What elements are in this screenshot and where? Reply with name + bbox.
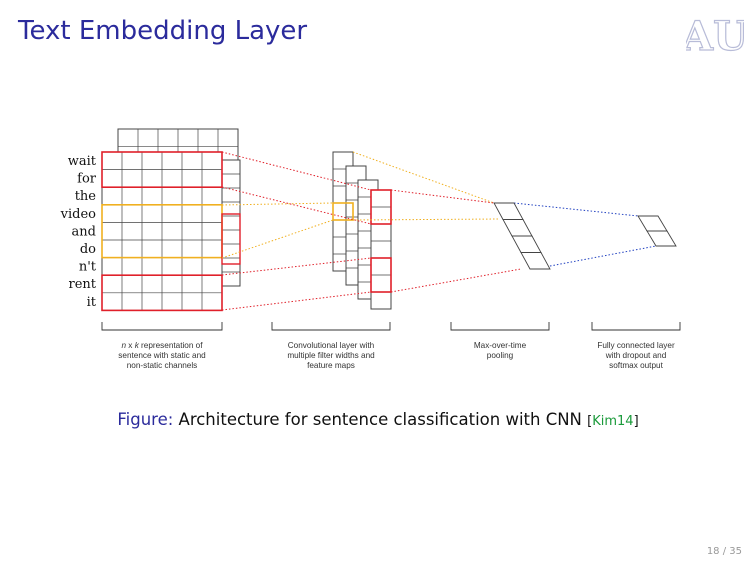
word-token: and bbox=[72, 224, 96, 239]
slide-title: Text Embedding Layer bbox=[18, 16, 308, 46]
stage-bracket-3 bbox=[450, 322, 550, 331]
stage-bracket-1 bbox=[101, 322, 223, 331]
stage-label-line: multiple filter widths and bbox=[287, 351, 375, 360]
feature-map-4 bbox=[370, 189, 392, 310]
connector-yellow-4 bbox=[352, 218, 501, 221]
stage-label-line: non-static channels bbox=[127, 361, 198, 370]
connector-blue-1 bbox=[513, 202, 639, 217]
stage-label-line: Max-over-time bbox=[474, 341, 527, 350]
word-token: the bbox=[75, 189, 97, 204]
stage-bracket-2 bbox=[271, 322, 391, 331]
connector-yellow-3 bbox=[352, 151, 495, 204]
fully-connected-output bbox=[637, 215, 677, 247]
connector-red-3 bbox=[221, 257, 372, 276]
feature-cell-yellow bbox=[332, 202, 354, 221]
stage-label-line: softmax output bbox=[609, 361, 663, 370]
word-token: do bbox=[80, 242, 96, 257]
pooling-cell bbox=[502, 219, 533, 237]
feature-cell-red-bottom bbox=[370, 257, 392, 293]
svg-text:AU: AU bbox=[686, 13, 744, 60]
pooling-cell bbox=[520, 252, 551, 270]
citation: [Kim14] bbox=[587, 414, 639, 429]
page-number: 18 / 35 bbox=[706, 546, 742, 557]
connector-red-5 bbox=[390, 189, 495, 204]
word-list: wait for the video and do n't rent it bbox=[60, 154, 97, 310]
caption-text: Architecture for sentence classification… bbox=[178, 410, 582, 429]
static-channel-edge bbox=[221, 159, 241, 287]
word-token: it bbox=[87, 295, 97, 310]
convolutional-feature-maps bbox=[332, 151, 392, 310]
connector-red-4 bbox=[221, 291, 372, 311]
pooling-cell bbox=[493, 202, 524, 220]
figure-caption: Figure: Architecture for sentence classi… bbox=[0, 410, 756, 429]
output-cell bbox=[646, 230, 677, 247]
caption-label: Figure: bbox=[117, 410, 174, 429]
filter-window-red-top bbox=[101, 151, 223, 189]
nonstatic-channel-matrix bbox=[101, 151, 241, 312]
stage-bracket-4 bbox=[591, 322, 681, 331]
stage-label-line: Fully connected layer bbox=[597, 341, 675, 350]
connector-red-2 bbox=[221, 186, 372, 225]
connector-red-1 bbox=[221, 151, 372, 191]
filter-window-red-edge bbox=[221, 213, 241, 265]
connector-blue-2 bbox=[549, 245, 657, 267]
output-cell bbox=[637, 215, 668, 232]
stage-label-line: n x k representation of bbox=[121, 341, 203, 350]
stage-label-line: with dropout and bbox=[605, 351, 667, 360]
stage-label-line: pooling bbox=[487, 351, 514, 360]
word-token: n't bbox=[79, 260, 97, 275]
stage-brackets bbox=[101, 322, 681, 331]
connector-red-6 bbox=[390, 268, 522, 293]
filter-window-red-bottom bbox=[101, 274, 223, 312]
connector-lines bbox=[221, 151, 657, 311]
stage-label-line: Convolutional layer with bbox=[288, 341, 375, 350]
word-token: video bbox=[60, 207, 97, 222]
max-pooling-vector bbox=[493, 202, 551, 270]
connector-yellow-1 bbox=[221, 202, 334, 206]
pooling-cell bbox=[511, 235, 542, 253]
stage-label-line: feature maps bbox=[307, 361, 355, 370]
word-token: rent bbox=[68, 277, 96, 292]
feature-cell-red-top bbox=[370, 189, 392, 225]
word-token: wait bbox=[68, 154, 97, 169]
au-logo: AU bbox=[686, 12, 744, 60]
stage-label-line: sentence with static and bbox=[118, 351, 206, 360]
word-token: for bbox=[77, 172, 97, 187]
citation-link[interactable]: Kim14 bbox=[592, 414, 634, 429]
